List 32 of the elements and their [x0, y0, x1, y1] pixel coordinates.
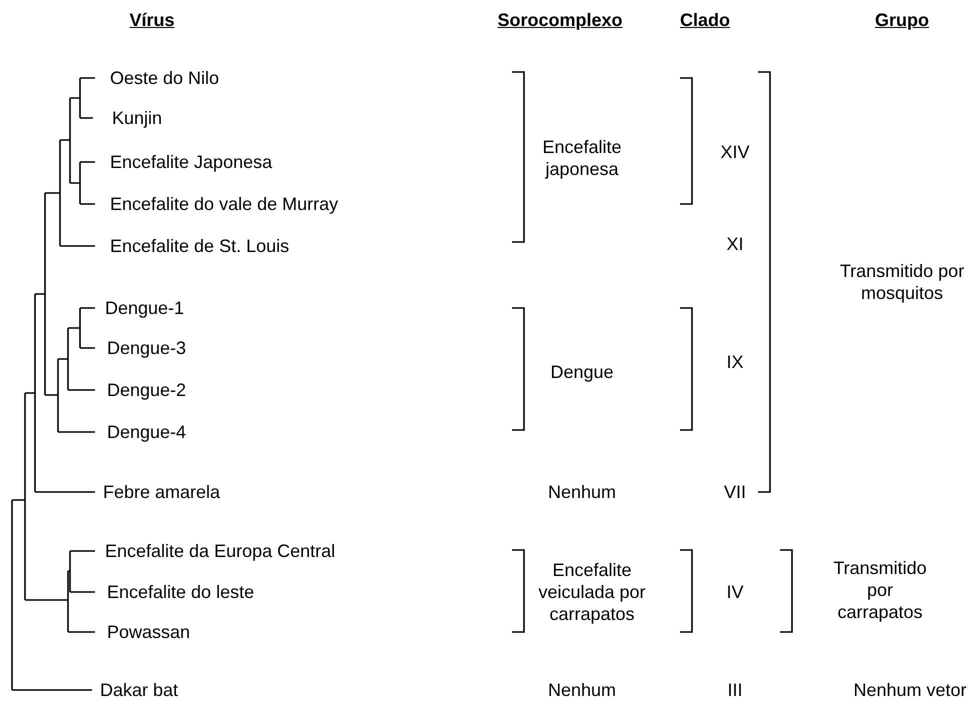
group-label: IV: [726, 582, 744, 602]
taxon-label: Encefalite Japonesa: [110, 152, 272, 172]
taxon-label: Dengue-4: [107, 422, 186, 442]
taxon-label: Dakar bat: [100, 680, 178, 700]
taxon-label: Dengue-2: [107, 380, 186, 400]
taxon-label: Dengue-3: [107, 338, 186, 358]
group-label: XIV: [720, 142, 750, 162]
column-header: Grupo: [875, 10, 929, 30]
group-label: Dengue: [550, 362, 614, 382]
group-label: Transmitido por mosquitos: [840, 261, 964, 303]
group-label: Nenhum: [548, 680, 616, 700]
group-label: Transmitido por carrapatos: [833, 558, 927, 622]
group-label: IX: [726, 352, 744, 372]
taxon-label: Encefalite de St. Louis: [110, 236, 290, 256]
taxon-label: Encefalite da Europa Central: [105, 541, 336, 561]
group-label: Nenhum vetor: [853, 680, 967, 700]
column-header: Sorocomplexo: [497, 10, 623, 30]
group-label: Encefalite veiculada por carrapatos: [538, 560, 646, 624]
taxon-label: Oeste do Nilo: [110, 68, 220, 88]
taxon-label: Powassan: [107, 622, 190, 642]
group-label: Encefalite japonesa: [542, 137, 622, 179]
column-header: Clado: [680, 10, 730, 30]
taxon-label: Kunjin: [112, 108, 162, 128]
taxon-label: Febre amarela: [103, 482, 220, 502]
taxon-label: Encefalite do leste: [107, 582, 254, 602]
group-label: Nenhum: [548, 482, 616, 502]
group-label: XI: [726, 234, 744, 254]
group-label: VII: [724, 482, 746, 502]
taxon-label: Encefalite do vale de Murray: [110, 194, 338, 214]
taxon-label: Dengue-1: [105, 298, 184, 318]
group-label: III: [727, 680, 742, 700]
column-header: Vírus: [129, 10, 175, 30]
